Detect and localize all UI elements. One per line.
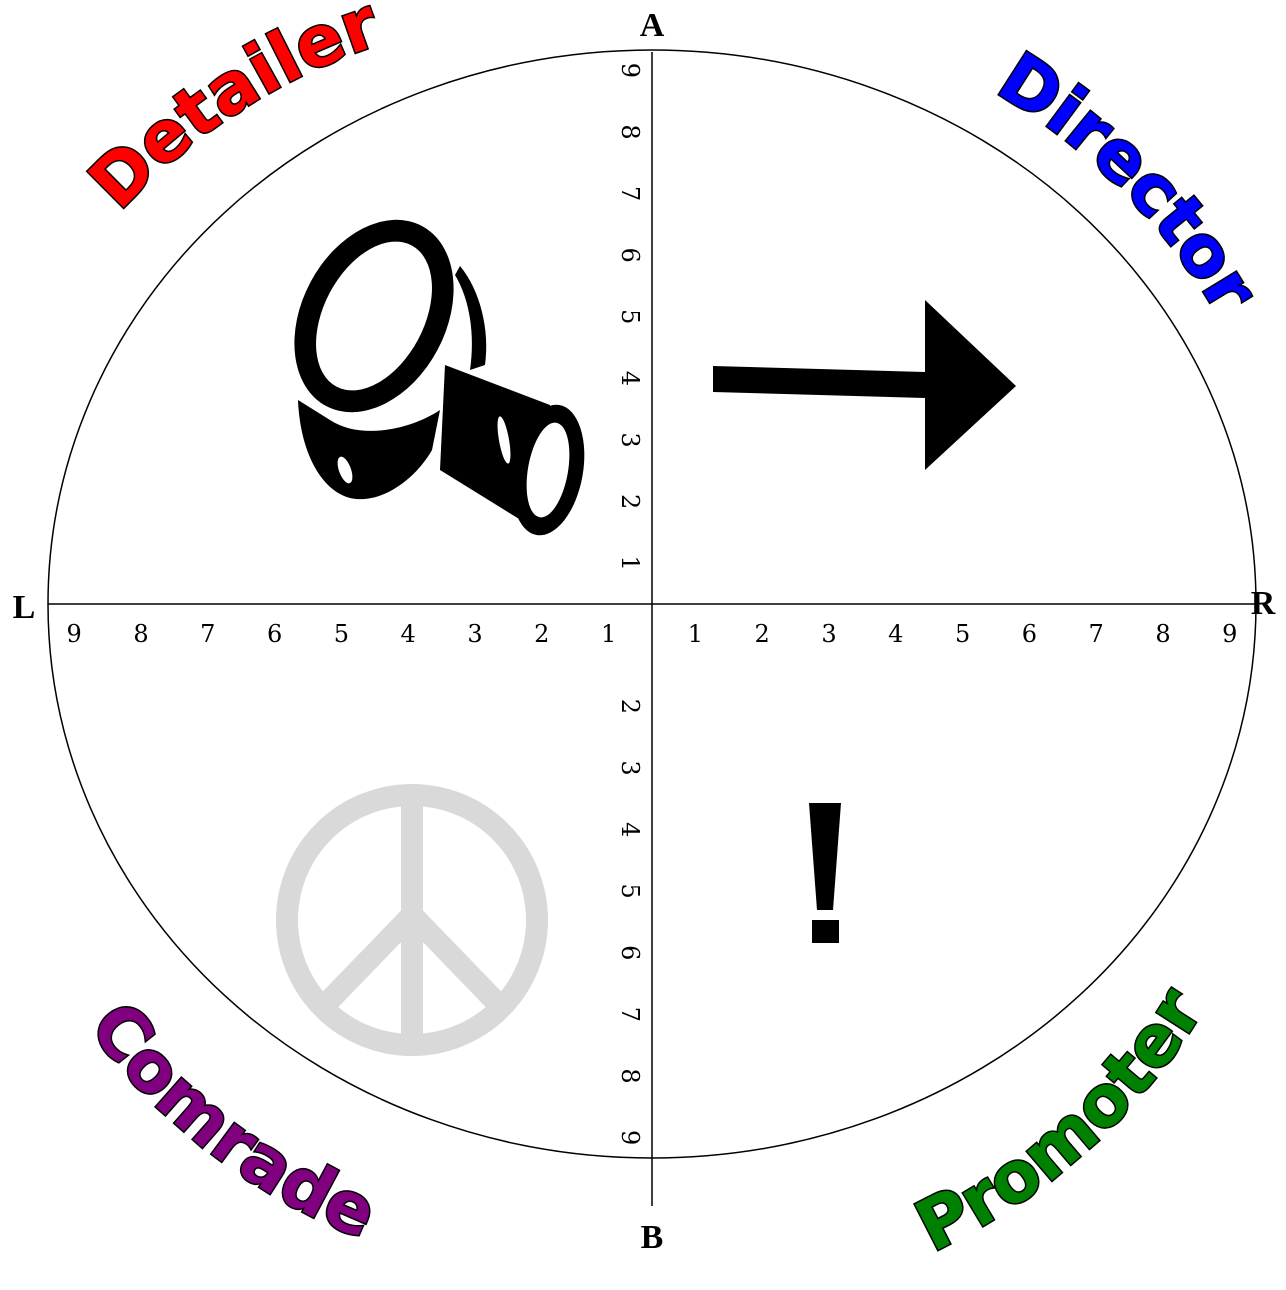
tick-label-left: 5 [334, 620, 349, 648]
tick-label-down: 8 [616, 1068, 644, 1083]
peace-sign-icon [287, 795, 537, 1045]
tick-label-up: 6 [616, 248, 644, 263]
quadrant-label-detailer: Detailer [73, 0, 389, 224]
arrow-right-icon [713, 300, 1016, 470]
tick-label-down: 4 [616, 822, 644, 837]
tick-label-right: 8 [1155, 620, 1170, 648]
exclamation-icon [809, 803, 841, 943]
tick-label-right: 2 [755, 620, 770, 648]
tick-label-left: 8 [133, 620, 148, 648]
tick-label-right: 4 [888, 620, 903, 648]
ticks-left: 1 2 3 4 5 6 7 8 9 [67, 620, 617, 648]
tick-label-up: 1 [616, 556, 644, 571]
tick-label-down: 9 [616, 1130, 644, 1145]
tick-label-left: 2 [534, 620, 549, 648]
tick-label-up: 9 [616, 63, 644, 78]
quadrant-label-director: Director [985, 36, 1275, 325]
tick-label-up: 8 [616, 124, 644, 139]
tick-label-left: 9 [67, 620, 82, 648]
tick-label-left: 1 [601, 620, 616, 648]
tick-label-down: 6 [616, 945, 644, 960]
magnifying-glass-icon [263, 192, 594, 541]
tick-label-down: 5 [616, 884, 644, 899]
tick-label-left: 3 [467, 620, 482, 648]
tick-label-up: 4 [616, 371, 644, 386]
tick-label-right: 9 [1222, 620, 1237, 648]
tick-label-up: 3 [616, 432, 644, 447]
axis-label-top: A [640, 7, 665, 44]
ticks-down: 2 3 4 5 6 7 8 9 [616, 699, 644, 1145]
tick-label-right: 3 [821, 620, 836, 648]
tick-label-down: 3 [616, 760, 644, 775]
tick-label-up: 7 [616, 186, 644, 201]
axis-label-bottom: B [641, 1219, 664, 1256]
tick-label-down: 7 [616, 1007, 644, 1022]
tick-label-left: 7 [200, 620, 215, 648]
tick-label-right: 1 [688, 620, 703, 648]
tick-label-right: 5 [955, 620, 970, 648]
tick-label-right: 7 [1089, 620, 1104, 648]
tick-label-up: 2 [616, 494, 644, 509]
quadrant-label-promoter: Promoter [903, 973, 1219, 1267]
tick-label-left: 6 [267, 620, 282, 648]
tick-label-right: 6 [1022, 620, 1037, 648]
ticks-up: 1 2 3 4 5 6 7 8 9 [616, 63, 644, 571]
ticks-right: 1 2 3 4 5 6 7 8 9 [688, 620, 1238, 648]
tick-label-down: 2 [616, 699, 644, 714]
axis-label-left: L [13, 589, 36, 626]
tick-label-left: 4 [401, 620, 416, 648]
axis-label-right: R [1251, 585, 1276, 622]
tick-label-up: 5 [616, 309, 644, 324]
